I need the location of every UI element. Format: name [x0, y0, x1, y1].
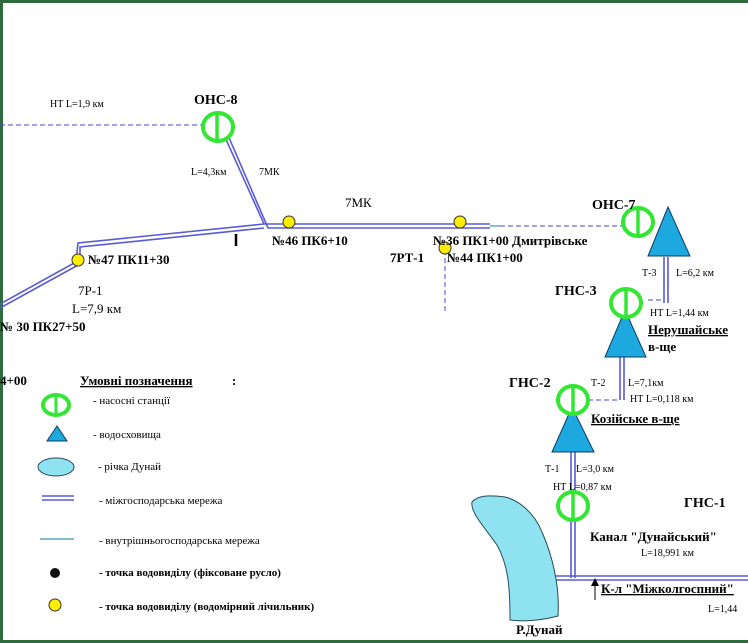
label-7mk-vertical: 7МК — [259, 167, 280, 178]
label-canal: Канал "Дунайський" — [590, 529, 717, 544]
label-l30: L=3,0 км — [576, 464, 615, 475]
station-ons8-label: ОНС-8 — [194, 93, 238, 108]
station-gns2-label: ГНС-2 — [509, 376, 551, 391]
arrow-up-icon — [591, 578, 599, 586]
label-l18991: L=18,991 км — [641, 548, 695, 559]
label-l62: L=6,2 км — [676, 268, 715, 279]
label-pk47: №47 ПК11+30 — [88, 252, 170, 267]
pump-station-icon — [41, 393, 71, 417]
label-l144-cut: L=1,44 — [708, 604, 737, 615]
label-kl-mizhkolgospnyi: К-л "Міжколгоспний" — [601, 581, 734, 596]
legend-pk-cut: 4+00 — [0, 373, 27, 388]
legend-item-reservoir: - водосховища — [93, 429, 161, 441]
station-ons7-label: ОНС-7 — [592, 198, 636, 213]
label-7mk-horizontal: 7МК — [345, 195, 372, 210]
label-pk46: №46 ПК6+10 — [272, 233, 348, 248]
label-l79: L=7,9 км — [72, 301, 121, 316]
reservoir-icon — [604, 308, 647, 358]
legend: 4+00 Умовні позначення : - насосні станц… — [0, 373, 314, 613]
pump-station-icon — [201, 111, 235, 143]
label-nt-top-left: НТ L=1,9 км — [50, 99, 104, 110]
label-t1: Т-1 — [545, 464, 559, 475]
label-t3: Т-3 — [642, 268, 656, 279]
reservoir-icon — [647, 205, 691, 257]
label-t2: Т-2 — [591, 378, 605, 389]
label-l71: L=7,1км — [628, 378, 664, 389]
pump-station-icon — [556, 384, 590, 416]
label-danube: Р.Дунай — [516, 622, 563, 637]
label-nt144: НТ L=1,44 км — [650, 308, 709, 319]
station-gns3-label: ГНС-3 — [555, 284, 597, 299]
danube-river-shape — [471, 495, 559, 622]
station-gns1-label: ГНС-1 — [684, 496, 726, 511]
label-pk44: №44 ПК1+00 — [447, 250, 523, 265]
label-pk30: № 30 ПК27+50 — [0, 319, 86, 334]
pump-station-icon — [556, 490, 590, 522]
meter-point-icon — [71, 253, 85, 267]
pump-station-icon — [621, 206, 655, 238]
meter-point-icon — [438, 241, 452, 255]
legend-item-meter-point: - точка водовиділу (водомірний лічильник… — [99, 601, 314, 613]
label-nerushaiske-2: в-ще — [648, 339, 676, 354]
meter-point-icon — [48, 598, 62, 612]
label-pk36: №36 ПК1+00 Дмитрівське — [433, 233, 588, 248]
river-icon — [37, 457, 75, 477]
dashed-network-segments — [444, 225, 664, 499]
label-nt0118: НТ L=0,118 км — [630, 394, 694, 405]
legend-item-pump: - насосні станції — [93, 395, 171, 407]
legend-item-inter-farm: - міжгосподарська мережа — [99, 495, 223, 507]
reservoir-icon — [551, 405, 595, 453]
label-7rt1: 7РТ-1 — [390, 250, 424, 265]
meter-point-icon — [453, 215, 467, 229]
label-nt087: НТ L=0,87 км — [553, 482, 612, 493]
fixed-point-icon — [50, 568, 60, 578]
label-7r1: 7Р-1 — [78, 283, 103, 298]
legend-title-colon: : — [232, 373, 236, 388]
legend-title: Умовні позначення — [80, 373, 193, 388]
legend-item-river: - річка Дунай — [98, 461, 161, 473]
legend-item-fixed-point: - точка водовиділу (фіксоване русло) — [99, 567, 281, 579]
label-length-43: L=4,3км — [191, 167, 227, 178]
legend-item-intra-farm: - внутрішньогосподарська мережа — [99, 535, 260, 547]
reservoir-icon — [46, 425, 68, 442]
label-koziiske: Козійське в-ще — [591, 411, 680, 426]
label-nerushaiske: Нерушайське — [648, 322, 728, 337]
pump-station-icon — [609, 287, 643, 319]
meter-point-icon — [282, 215, 296, 229]
